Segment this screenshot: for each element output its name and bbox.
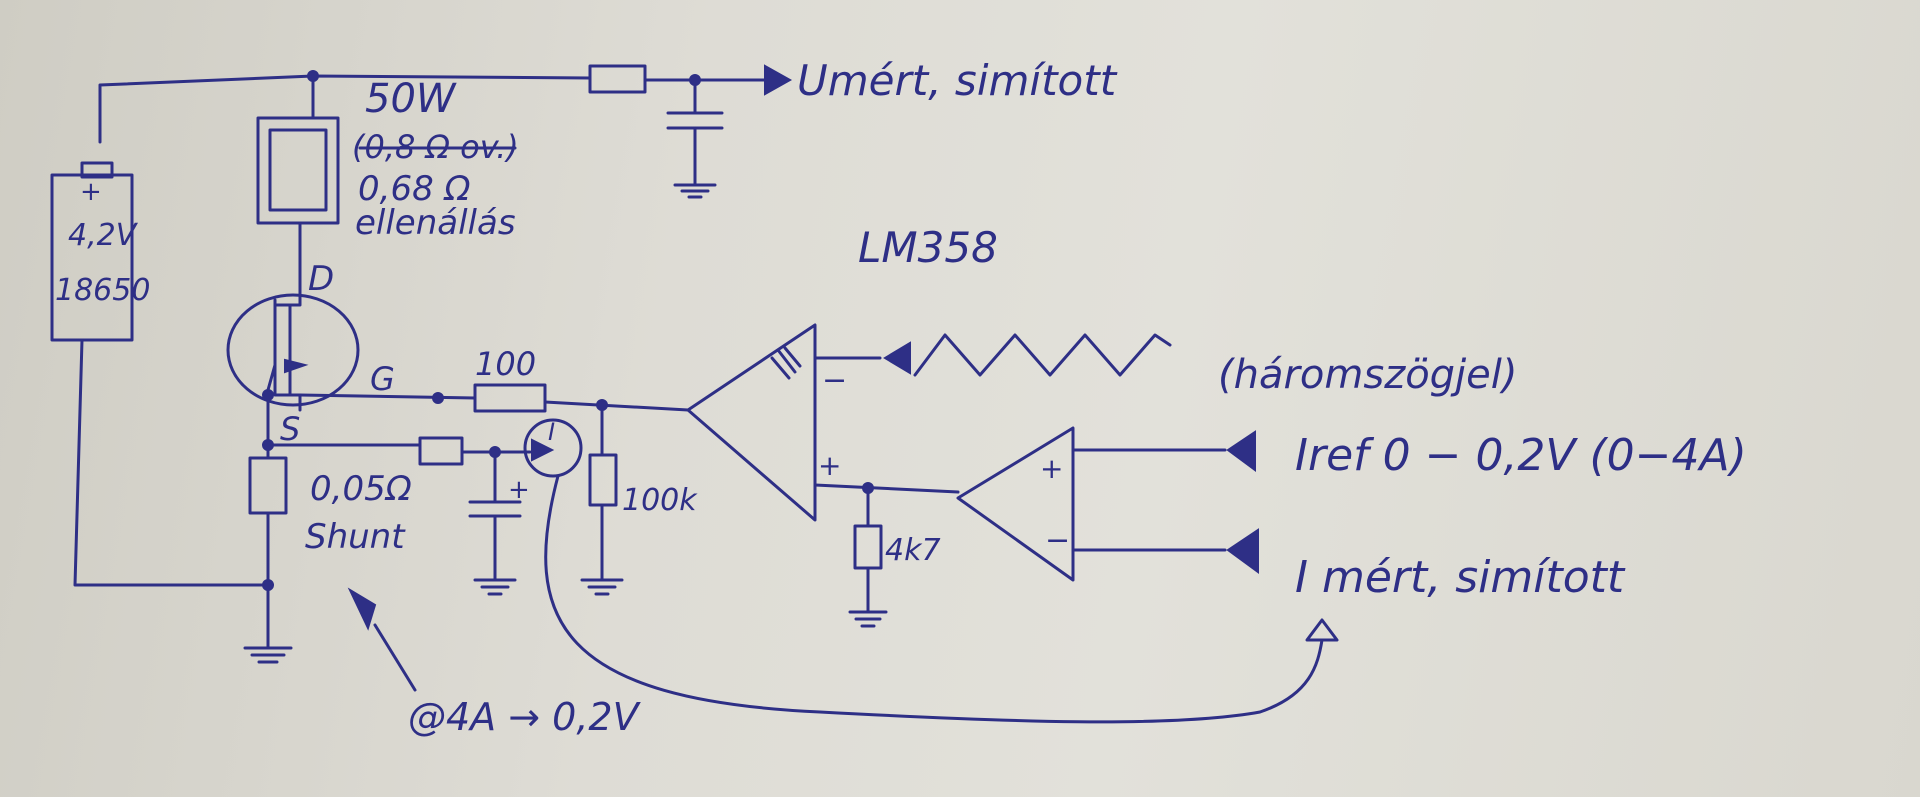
ground-sense [473, 578, 517, 596]
label-source: S [280, 410, 300, 448]
label-i-measured: I mért, simított [1295, 552, 1626, 603]
label-drain: D [308, 259, 334, 299]
label-opamp-model: LM358 [858, 223, 998, 272]
annotation-arrow-head [347, 587, 377, 631]
label-r-gate: 100 [475, 345, 536, 383]
opamp2-minus: − [1045, 523, 1070, 558]
resistor-100 [473, 383, 547, 413]
resistor-4k7 [853, 524, 883, 570]
capacitor-top-filter [666, 78, 724, 187]
wire-feedback-curve [544, 474, 1324, 724]
label-power: 50W [365, 76, 457, 122]
wire-100-to-opamp [543, 400, 690, 412]
opamp2-plus: + [1040, 452, 1063, 485]
battery-terminal [80, 161, 114, 179]
wire-battery-bottom [73, 338, 270, 587]
label-gate: G [370, 360, 395, 398]
battery-plus: + [80, 177, 102, 207]
mosfet-channel [266, 290, 302, 412]
opamp2-triangle [956, 426, 1075, 582]
buffer-transistor-arrow [531, 438, 555, 462]
opamp1-triangle [686, 323, 817, 522]
mosfet-body [226, 293, 360, 407]
ground-100k [580, 578, 624, 596]
label-r-new: 0,68 Ω [358, 169, 471, 209]
resistor-sense [418, 436, 464, 466]
wire-top-rail [98, 74, 592, 144]
label-battery-type: 18650 [55, 273, 150, 308]
node-ground-main [262, 579, 274, 591]
mosfet-diode [284, 358, 309, 374]
label-battery-voltage: 4,2V [68, 218, 139, 253]
cap-plus: + [508, 475, 530, 505]
label-shunt-value: 0,05Ω [310, 469, 412, 509]
ground-top-filter [673, 183, 717, 199]
node-gate [262, 389, 274, 401]
label-shunt-word: Shunt [305, 517, 406, 557]
label-u-measured: Umért, simított [797, 56, 1118, 105]
label-transistor-mark: I [548, 418, 555, 446]
wire-gate-to-100 [298, 393, 477, 400]
opamp1-minus: − [822, 363, 847, 398]
resistor-100k [588, 453, 618, 507]
load-resistor-inner [268, 128, 328, 212]
annotation-arrow-line [373, 623, 417, 692]
arrow-iref [1226, 430, 1256, 472]
capacitor-sense [468, 450, 522, 582]
opamp1-hatch [770, 346, 802, 380]
arrow-triangle-input [883, 341, 911, 375]
arrow-i-measured [1226, 528, 1259, 574]
label-shunt-note: @4A → 0,2V [408, 695, 642, 739]
buffer-transistor-circle [523, 418, 583, 478]
wire-opamp2-to-opamp1 [813, 483, 960, 494]
opamp1-plus: + [818, 449, 841, 482]
resistor-top-filter [588, 64, 647, 94]
label-r-4k7: 4k7 [885, 533, 941, 568]
arrow-i-feedback [1305, 618, 1339, 642]
triangle-wave [913, 333, 1172, 377]
label-triangle-note: (háromszögjel) [1218, 352, 1518, 398]
arrow-umert [764, 64, 793, 96]
ground-main [243, 646, 293, 664]
label-resistor-word: ellenállás [355, 203, 516, 243]
ground-4k7 [848, 610, 888, 628]
label-iref: Iref 0 − 0,2V (0−4A) [1295, 430, 1747, 481]
shunt-resistor [248, 456, 288, 515]
battery-body [50, 173, 134, 342]
node-gate-wire [432, 392, 444, 404]
load-resistor-outer [256, 116, 340, 225]
label-r-pulldown: 100k [622, 483, 698, 518]
